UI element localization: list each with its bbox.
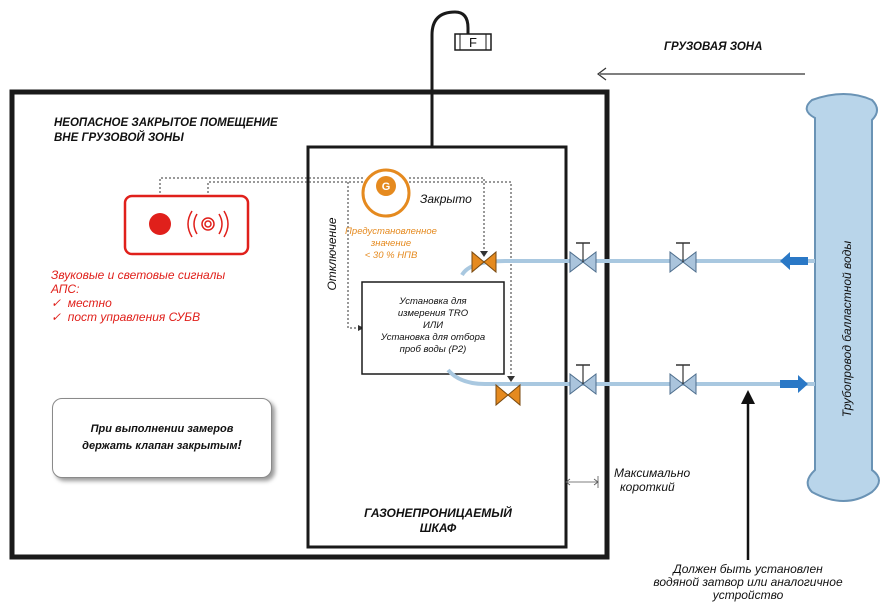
room-title-line-2: ВНЕ ГРУЗОВОЙ ЗОНЫ	[54, 132, 184, 144]
flow-arrow-in	[780, 252, 808, 270]
non-hazardous-room-wall	[9, 89, 610, 560]
room-title: НЕОПАСНОЕ ЗАКРЫТОЕ ПОМЕЩЕНИЕ ВНЕ ГРУЗОВО…	[54, 116, 278, 146]
measurement-note: При выполнении замеров держать клапан за…	[72, 422, 252, 454]
alarm-line-1: Звуковые и световые сигналы	[51, 268, 226, 282]
preset-value-label: Предустановленное значение < 30 % НПВ	[343, 226, 439, 262]
valve-open-upper-2	[669, 242, 697, 274]
gas-detector-icon: G	[361, 168, 411, 218]
preset-line-2: значение	[370, 238, 412, 249]
water-seal-line-2: водяной затвор или аналогичное	[653, 575, 843, 589]
preset-line-1: Предустановленное	[345, 226, 437, 237]
water-seal-note: Должен быть установлен водяной затвор ил…	[643, 563, 853, 602]
alarm-item-1: ✓ местно	[51, 296, 225, 310]
valve-closed-lower	[495, 383, 521, 407]
cargo-zone-label: ГРУЗОВАЯ ЗОНА	[664, 41, 763, 53]
room-title-line-1: НЕОПАСНОЕ ЗАКРЫТОЕ ПОМЕЩЕНИЕ	[54, 117, 278, 129]
unit-line-4: Установка для отбора	[380, 332, 486, 343]
unit-line-5: проб воды (P2)	[399, 344, 467, 355]
alarm-item-2-text: пост управления СУБВ	[67, 310, 201, 324]
unit-line-1: Установка для	[399, 296, 467, 307]
max-short-label: Максимально короткий	[614, 466, 690, 494]
sampling-unit-box	[361, 281, 505, 375]
valve-closed-upper	[471, 250, 497, 274]
valve-open-lower-2	[669, 364, 697, 396]
closed-label: Закрыто	[420, 192, 472, 206]
check-icon: ✓	[51, 296, 62, 310]
cabinet-label: ГАЗОНЕПРОНИЦАЕМЫЙ ШКАФ	[320, 506, 556, 536]
gas-tight-cabinet	[306, 145, 568, 549]
cabinet-line-1: ГАЗОНЕПРОНИЦАЕМЫЙ	[364, 506, 512, 520]
alarm-description: Звуковые и световые сигналы АПС: ✓ местн…	[51, 268, 225, 324]
note-exclamation: !	[237, 437, 242, 452]
unit-line-3: ИЛИ	[422, 320, 444, 331]
alarm-item-1-text: местно	[67, 296, 112, 310]
valve-open-lower-1	[569, 364, 597, 396]
max-short-dimension	[565, 476, 599, 488]
check-icon: ✓	[51, 310, 62, 324]
sampling-unit-text: Установка для измерения TRO ИЛИ Установк…	[362, 296, 504, 356]
sound-waves-icon	[187, 210, 229, 238]
measurement-note-box: При выполнении замеров держать клапан за…	[52, 398, 272, 478]
unit-line-2: измерения TRO	[397, 308, 469, 319]
vent-pipe	[430, 10, 470, 147]
alarm-item-2: ✓ пост управления СУБВ	[51, 310, 225, 324]
cabinet-line-2: ШКАФ	[419, 521, 457, 535]
valve-open-upper-1	[569, 242, 597, 274]
filter-icon: F	[454, 33, 492, 51]
alarm-panel	[123, 194, 250, 256]
max-short-line-2: короткий	[620, 480, 675, 494]
gas-detector-label: G	[382, 181, 391, 193]
ballast-water-pipe	[805, 93, 880, 502]
filter-label: F	[469, 35, 477, 50]
max-short-line-1: Максимально	[614, 466, 691, 480]
shutdown-label: Отключение	[325, 217, 339, 291]
preset-line-3: < 30 % НПВ	[364, 250, 418, 261]
flow-arrow-out	[780, 375, 808, 393]
water-seal-line-3: устройство	[712, 588, 784, 602]
ballast-pipe-label: Трубопровод балластной воды	[840, 240, 854, 418]
note-text: При выполнении замеров держать клапан за…	[82, 423, 238, 452]
alarm-line-2: АПС:	[51, 282, 80, 296]
water-seal-line-1: Должен быть установлен	[673, 562, 823, 576]
red-lamp-icon	[149, 213, 171, 235]
